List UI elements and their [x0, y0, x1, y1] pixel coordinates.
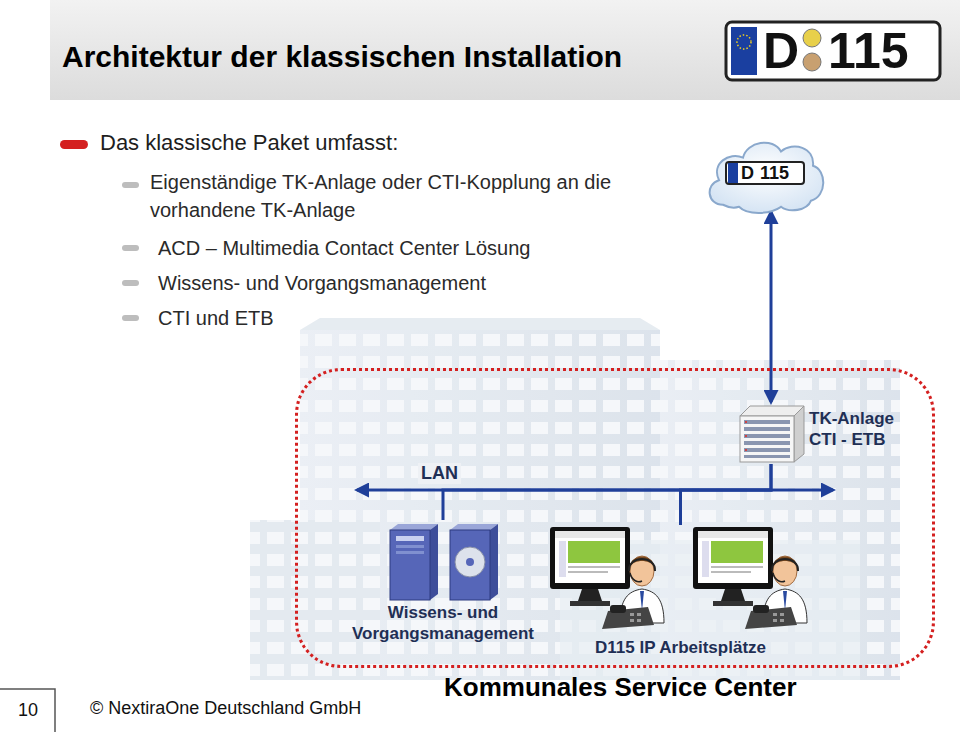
- label-slot: Eigenständige TK-Anlage oder CTI-Kopplun…: [150, 168, 630, 224]
- caption-slot: Kommunales Service Center: [444, 672, 797, 703]
- sub-bullet-text: Eigenständige TK-Anlage oder CTI-Kopplun…: [150, 168, 630, 224]
- connector: [681, 464, 772, 525]
- label-slot: CTI und ETB: [158, 304, 274, 332]
- node-srv: Wissens- und Vorgangsmanagement: [338, 520, 548, 644]
- title-bar: [50, 0, 960, 100]
- bullet-dash: [60, 140, 88, 149]
- device-label: TK-Anlage CTI - ETB: [809, 408, 913, 450]
- sub-bullet-text: ACD – Multimedia Contact Center Lösung: [158, 234, 530, 262]
- workstation-label: D115 IP Arbeitsplätze: [595, 637, 766, 658]
- edge-label-slot: LAN: [418, 463, 461, 484]
- eu-stripe: [728, 163, 738, 183]
- label-slot: 10: [18, 700, 38, 721]
- slide-title: Architektur der klassischen Installation: [62, 40, 622, 74]
- d115-logo: [726, 22, 940, 80]
- label-slot: ACD – Multimedia Contact Center Lösung: [158, 234, 530, 262]
- connector: [770, 212, 773, 402]
- sub-bullet-dashes: [122, 182, 139, 321]
- label-slot: Wissens- und Vorgangsmanagement: [158, 269, 486, 297]
- bullet-text: Das klassische Paket umfasst:: [100, 130, 398, 156]
- node-ws: D115 IP Arbeitsplätze: [548, 525, 813, 658]
- node-cloud: D 115: [703, 133, 828, 215]
- connector: [443, 464, 771, 520]
- workstation-icons: [548, 525, 813, 633]
- server-label: Wissens- und Vorgangsmanagement: [338, 602, 548, 644]
- footer: [0, 689, 55, 732]
- sub-bullet-text: Wissens- und Vorgangsmanagement: [158, 269, 486, 297]
- page-number: 10: [18, 700, 38, 721]
- pbx-device: [736, 402, 806, 464]
- license-plate: D 115: [725, 161, 805, 185]
- logo-number: 115: [828, 25, 909, 77]
- title-slot: Architektur der klassischen Installation: [62, 40, 622, 74]
- network-label: LAN: [418, 463, 461, 484]
- sub-bullet-text: CTI und ETB: [158, 304, 274, 332]
- building-illustration: [250, 318, 900, 680]
- copyright-note: © NextiraOne Deutschland GmbH: [90, 698, 361, 719]
- node-region: Kommunales Service Center TK-Anlage CTI …: [295, 368, 935, 668]
- plate-text: D: [741, 163, 754, 183]
- region-caption: Kommunales Service Center: [444, 672, 797, 703]
- label-slot: Das klassische Paket umfasst:: [100, 130, 398, 156]
- logo-letter: D: [763, 25, 799, 77]
- server-icons: [378, 520, 508, 602]
- label-slot: D: [763, 25, 799, 77]
- node-tk: TK-Anlage CTI - ETB: [736, 402, 913, 464]
- label-slot: 115: [828, 25, 909, 77]
- plate-text: 115: [760, 163, 789, 183]
- label-slot: © NextiraOne Deutschland GmbH: [90, 698, 361, 719]
